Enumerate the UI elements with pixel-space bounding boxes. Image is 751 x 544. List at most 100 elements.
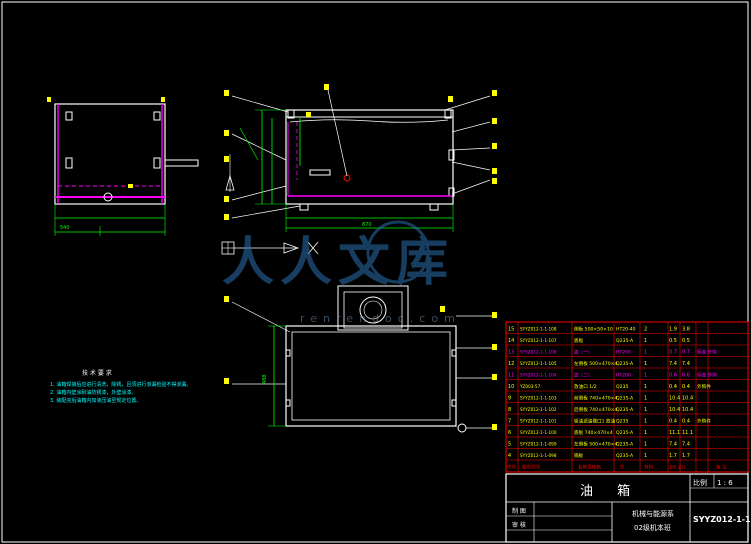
- bom-cell-material: Q235-A: [616, 396, 634, 402]
- front-view: 870: [224, 84, 497, 232]
- tech-req-title: 技 术 要 求: [82, 369, 112, 377]
- bom-cell-weight-single: 0.6: [669, 373, 677, 379]
- bom-header-name: 名称及规格: [578, 464, 601, 471]
- ucs-icon: [221, 241, 319, 255]
- bom-cell-weight-total: 0.7: [682, 350, 690, 356]
- plan-view: 488: [224, 285, 497, 433]
- bom-header-weight: 单件 总计: [669, 465, 686, 470]
- bom-cell-name: 放油口 1/2: [574, 383, 597, 390]
- bom-cell-code: SYYZ012-1-1-102: [520, 407, 557, 412]
- bom-cell-name: 盖（二）: [574, 372, 592, 379]
- bom-cell-code: YZ003-57: [519, 384, 541, 389]
- bom-cell-qty: 1: [644, 419, 647, 425]
- bom-cell-name: 侧板 500×50×10: [574, 326, 613, 333]
- scale-value: 1 : 6: [717, 479, 733, 487]
- bom-cell-code: SYYZ012-1-1-101: [520, 419, 557, 424]
- bom-cell-material: Q235-A: [616, 430, 634, 436]
- bom-cell-material: HT200: [616, 373, 631, 379]
- bom-header-qty: 件: [620, 464, 625, 471]
- bom-cell-no: 13: [508, 350, 514, 356]
- bom-cell-material: HT20-40: [616, 327, 636, 333]
- bom-cell-no: 10: [508, 384, 514, 390]
- bom-header-material: 材料: [644, 464, 654, 471]
- bom-cell-name: 左侧板 500×470×4: [574, 441, 617, 448]
- bom-cell-note: 标准 外购: [697, 349, 717, 356]
- bom-cell-no: 12: [508, 361, 514, 367]
- title-block: 油 箱 比例 1 : 6 制 图 审 核 机械与能源系 02级机本班 SYYZ0…: [505, 473, 751, 543]
- draw-label: 制 图: [512, 507, 526, 515]
- bom-cell-name: 左侧板 500×470×4: [574, 360, 617, 367]
- bom-cell-material: Q235: [616, 384, 628, 390]
- bom-cell-weight-single: 11.1: [669, 430, 680, 436]
- bom-cell-weight-total: 10.4: [682, 396, 693, 402]
- tech-req-line-1: 1. 油箱焊接后应进行清洗，除锈，且须进行渗漏检验不得渗漏。: [50, 381, 191, 388]
- bom-cell-code: SYYZ012-1-1-100: [520, 430, 557, 435]
- bom-cell-name: 隔板: [574, 452, 584, 459]
- bom-cell-weight-total: 0.5: [682, 338, 690, 344]
- tech-req-line-2: 2. 油箱内壁涂耐油防锈漆，外壁涂漆。: [50, 389, 136, 396]
- watermark-text: 人人文库: [222, 233, 454, 293]
- bom-cell-code: SYYZ012-1-1-105: [520, 361, 557, 366]
- bom-cell-weight-single: 10.4: [669, 407, 680, 413]
- bom-cell-code: SYYZ012-1-1-103: [520, 396, 557, 401]
- bom-cell-code: SYYZ012-1-1-108: [520, 327, 557, 332]
- bom-cell-weight-single: 7.4: [669, 361, 677, 367]
- bom-cell-name: 盖（一）: [574, 349, 592, 356]
- bom-header-note: 备 注: [716, 464, 727, 471]
- bom-cell-weight-single: 0.7: [669, 350, 677, 356]
- company-line-2: 02级机本班: [634, 523, 671, 532]
- technical-requirements: 技 术 要 求 1. 油箱焊接后应进行清洗，除锈，且须进行渗漏检验不得渗漏。 2…: [50, 369, 191, 404]
- bom-cell-code: SYYZ012-1-1-099: [520, 442, 557, 447]
- bom-cell-weight-single: 1.7: [669, 453, 677, 459]
- scale-label: 比例: [693, 478, 707, 487]
- bom-cell-qty: 1: [644, 396, 647, 402]
- bom-cell-name: 吸油滤油器口1 放油: [574, 418, 616, 425]
- bom-cell-qty: 2: [644, 327, 647, 333]
- bom-cell-material: Q235-A: [616, 407, 634, 413]
- bom-cell-weight-total: 7.4: [682, 361, 690, 367]
- bom-cell-qty: 1: [644, 407, 647, 413]
- bom-cell-qty: 1: [644, 384, 647, 390]
- bom-cell-weight-single: 7.4: [669, 442, 677, 448]
- dim-main-width: 870: [362, 222, 372, 228]
- watermark-url: renrendoc.com: [300, 312, 461, 325]
- bom-cell-weight-total: 1.7: [682, 453, 690, 459]
- bom-cell-qty: 1: [644, 361, 647, 367]
- bom-cell-weight-total: 0.4: [682, 384, 690, 390]
- bom-cell-weight-total: 3.8: [682, 327, 690, 333]
- bom-cell-material: HT200: [616, 350, 631, 356]
- bom-cell-weight-total: 11.1: [682, 430, 693, 436]
- bom-cell-name: 底板 740×470×4: [574, 429, 613, 436]
- bom-cell-qty: 1: [644, 442, 647, 448]
- bom-cell-weight-total: 7.4: [682, 442, 690, 448]
- bom-cell-weight-single: 1.9: [669, 327, 677, 333]
- bom-cell-weight-total: 10.4: [682, 407, 693, 413]
- bom-cell-qty: 1: [644, 430, 647, 436]
- bom-cell-code: SYYZ012-1-1-107: [520, 338, 557, 343]
- bom-cell-no: 9: [508, 396, 511, 402]
- left-side-view: 540: [47, 97, 199, 236]
- bom-cell-material: Q235-A: [616, 361, 634, 367]
- bom-cell-note: 标准 外购: [697, 372, 717, 379]
- bom-cell-name: 底板: [574, 337, 584, 344]
- drawing-title: 油 箱: [580, 483, 640, 499]
- check-label: 审 核: [512, 521, 526, 529]
- bom-cell-name: 后侧板 740×470×4: [574, 406, 617, 413]
- bom-cell-code: SYYZ012-1-1-098: [520, 453, 557, 458]
- bom-cell-code: SYYZ012-1-1-104: [520, 373, 557, 378]
- dim-front-width: 540: [60, 225, 70, 231]
- bom-cell-code: SYYZ012-1-1-106: [520, 350, 557, 355]
- bom-cell-no: 15: [508, 327, 514, 333]
- bom-header-code: 图号代号: [522, 464, 541, 471]
- bom-cell-no: 11: [508, 373, 514, 379]
- watermark: 人人文库 renrendoc.com: [222, 220, 461, 325]
- bom-cell-weight-total: 0.4: [682, 419, 690, 425]
- bom-cell-weight-single: 0.5: [669, 338, 677, 344]
- bom-cell-weight-single: 10.4: [669, 396, 680, 402]
- bom-cell-qty: 1: [644, 453, 647, 459]
- bom-cell-no: 6: [508, 430, 511, 436]
- bom-cell-material: Q235-A: [616, 338, 634, 344]
